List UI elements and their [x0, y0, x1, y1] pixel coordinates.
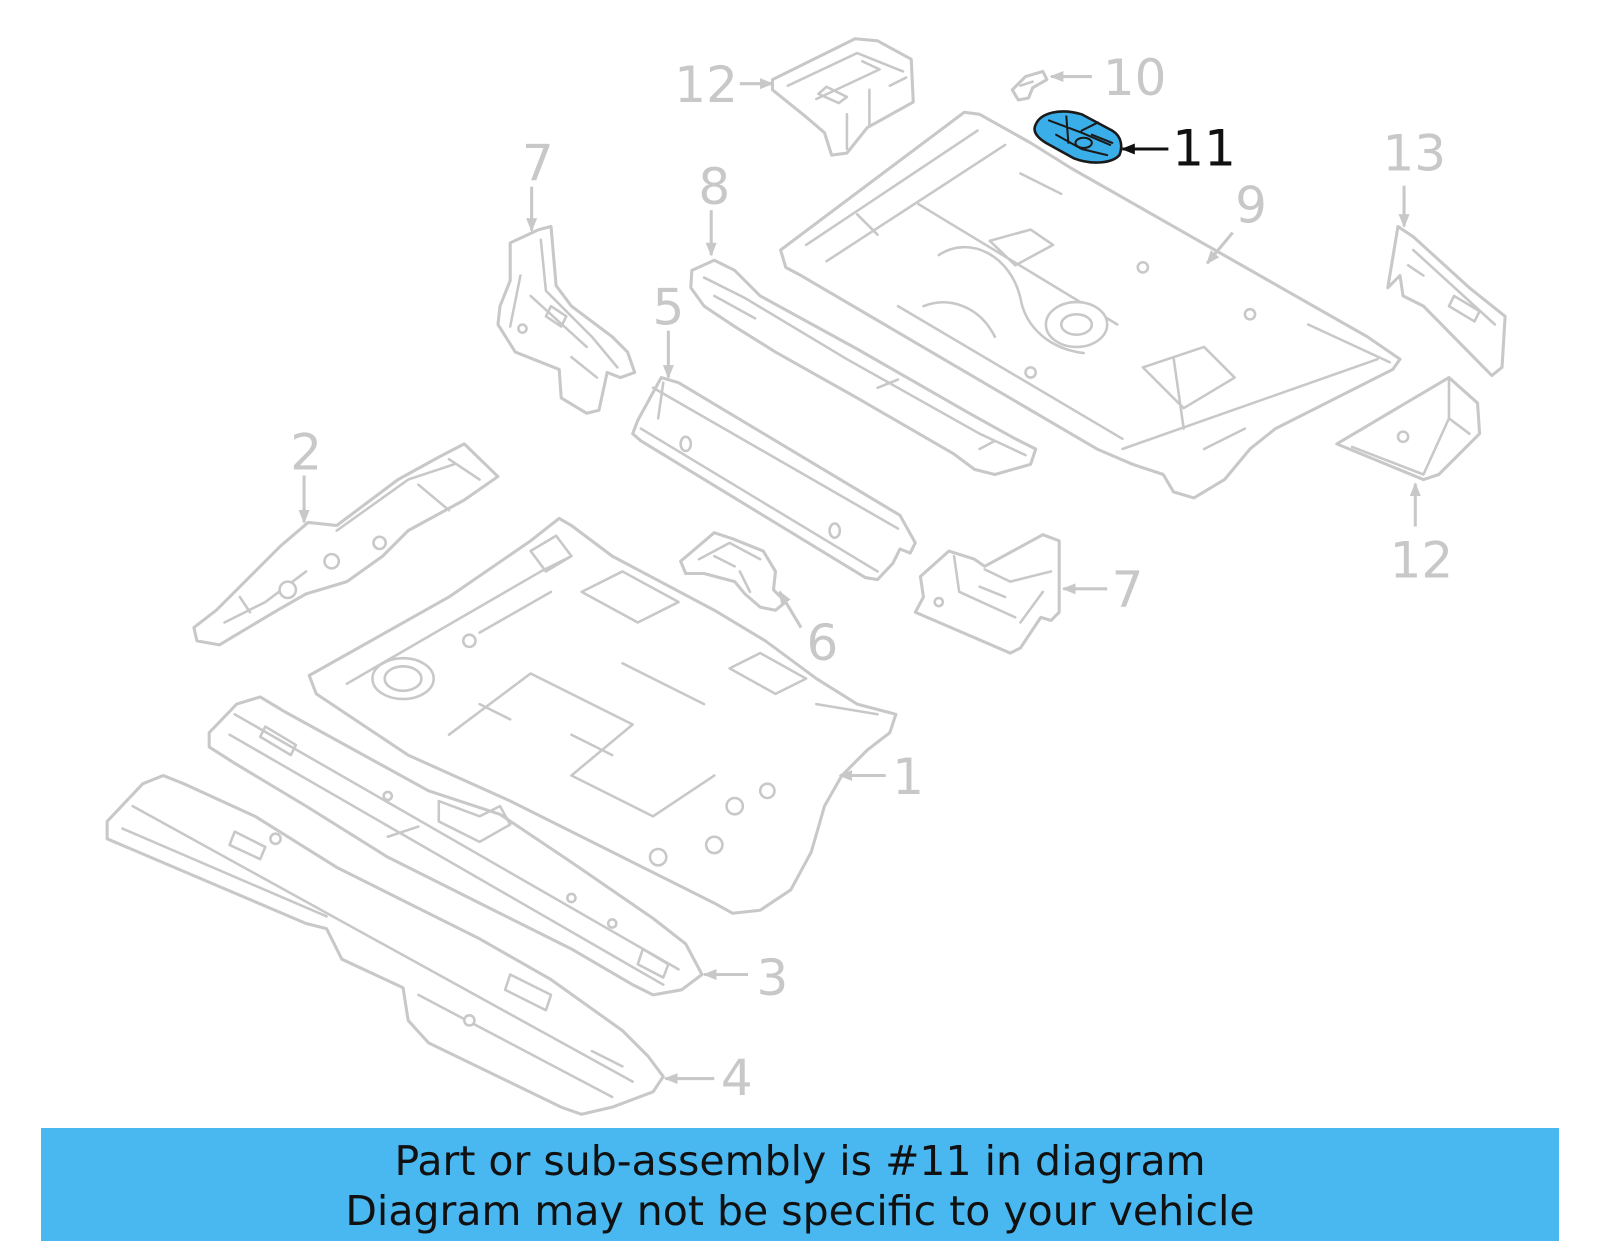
part-5-hole — [679, 435, 693, 453]
callout-4: 4 — [721, 1049, 753, 1107]
part-6-outline — [679, 531, 788, 612]
part-13-detail — [1406, 248, 1497, 326]
part-7-right-hole — [933, 596, 945, 608]
part-12-top-detail — [786, 51, 908, 151]
part-2-hole — [323, 552, 341, 570]
part-12-top-outline — [770, 37, 915, 157]
callout-7-upper: 7 — [522, 135, 554, 193]
part-4-hole — [269, 832, 282, 846]
callout-12-top: 12 — [674, 56, 738, 114]
part-8-crossmember — [689, 258, 1038, 477]
callout-1: 1 — [892, 748, 924, 806]
part-9-spare-well-inner — [1059, 313, 1094, 336]
part-5-crossmember — [631, 376, 917, 582]
part-9-hole — [1024, 366, 1037, 379]
part-7-right-detail — [952, 554, 1053, 624]
part-10-detail — [1019, 80, 1034, 87]
part-11-highlighted — [1033, 110, 1123, 164]
callout-12-lower: 12 — [1390, 532, 1454, 590]
part-1-floor-pan — [307, 516, 898, 915]
part-7-right-pillar — [913, 533, 1061, 655]
info-banner: Part or sub-assembly is #11 in diagram D… — [41, 1128, 1559, 1241]
part-5-hole — [828, 522, 842, 540]
part-12-lower-bracket — [1335, 376, 1482, 482]
part-2-hole — [278, 580, 298, 600]
banner-line-disclaimer: Diagram may not be specific to your vehi… — [345, 1187, 1255, 1235]
part-3-hole — [382, 790, 394, 802]
part-11-outline — [1033, 110, 1123, 164]
part-12-lower-detail — [1350, 378, 1471, 476]
part-7-right-outline — [913, 533, 1061, 655]
callout-11: 11 — [1172, 119, 1236, 177]
part-6-detail — [697, 541, 762, 594]
part-11-hole — [1074, 136, 1093, 149]
part-3-hole — [566, 892, 577, 904]
part-12-lower-hole — [1396, 430, 1410, 444]
part-6-bracket — [679, 531, 788, 612]
part-1-hole — [758, 782, 776, 800]
part-7-upper-hole — [517, 323, 528, 334]
part-13-bracket — [1386, 225, 1507, 378]
part-4-detail — [121, 804, 634, 1099]
part-1-detail — [345, 534, 879, 818]
part-10-outline — [1010, 69, 1049, 102]
callout-7-right: 7 — [1112, 561, 1144, 619]
part-9-detail — [804, 129, 1392, 451]
part-12-top-bracket — [770, 37, 915, 157]
callout-6: 6 — [807, 614, 839, 672]
part-12-lower-outline — [1335, 376, 1482, 482]
part-2-side-member — [192, 442, 500, 647]
part-2-outline — [192, 442, 500, 647]
callout-2: 2 — [290, 423, 322, 481]
part-1-hole — [648, 847, 668, 867]
callout-10: 10 — [1103, 49, 1167, 107]
part-3-detail — [228, 713, 680, 986]
part-1-hole — [461, 633, 477, 649]
part-9-rear-floor — [779, 110, 1402, 500]
part-7-upper-detail — [508, 238, 619, 379]
part-2-hole — [372, 535, 387, 551]
part-1-spare-well-inner — [383, 665, 423, 693]
part-9-hole — [1243, 307, 1257, 321]
part-3-rail — [207, 695, 704, 997]
callout-3: 3 — [757, 949, 789, 1007]
part-3-hole — [606, 918, 618, 929]
part-10-clip — [1010, 69, 1049, 102]
callout-9: 9 — [1235, 176, 1267, 234]
part-7-upper-pillar — [496, 225, 637, 415]
part-2-detail — [223, 457, 481, 624]
callout-8: 8 — [698, 158, 730, 216]
part-8-detail — [702, 276, 1027, 457]
callout-5: 5 — [652, 279, 684, 337]
callout-13: 13 — [1382, 124, 1446, 182]
part-4-hole — [463, 1014, 476, 1027]
leader-6 — [778, 590, 803, 629]
part-13-outline — [1386, 225, 1507, 378]
part-1-hole — [725, 796, 745, 816]
part-5-outline — [631, 376, 917, 582]
part-1-hole — [704, 835, 724, 855]
leader-9 — [1205, 231, 1234, 265]
part-7-upper-outline — [496, 225, 637, 415]
part-9-hole — [1136, 260, 1150, 274]
part-11-detail — [1047, 115, 1114, 157]
part-4-rail — [105, 773, 665, 1116]
banner-line-part-number: Part or sub-assembly is #11 in diagram — [394, 1137, 1206, 1185]
part-1-outline — [307, 516, 898, 915]
part-5-detail — [639, 381, 900, 573]
